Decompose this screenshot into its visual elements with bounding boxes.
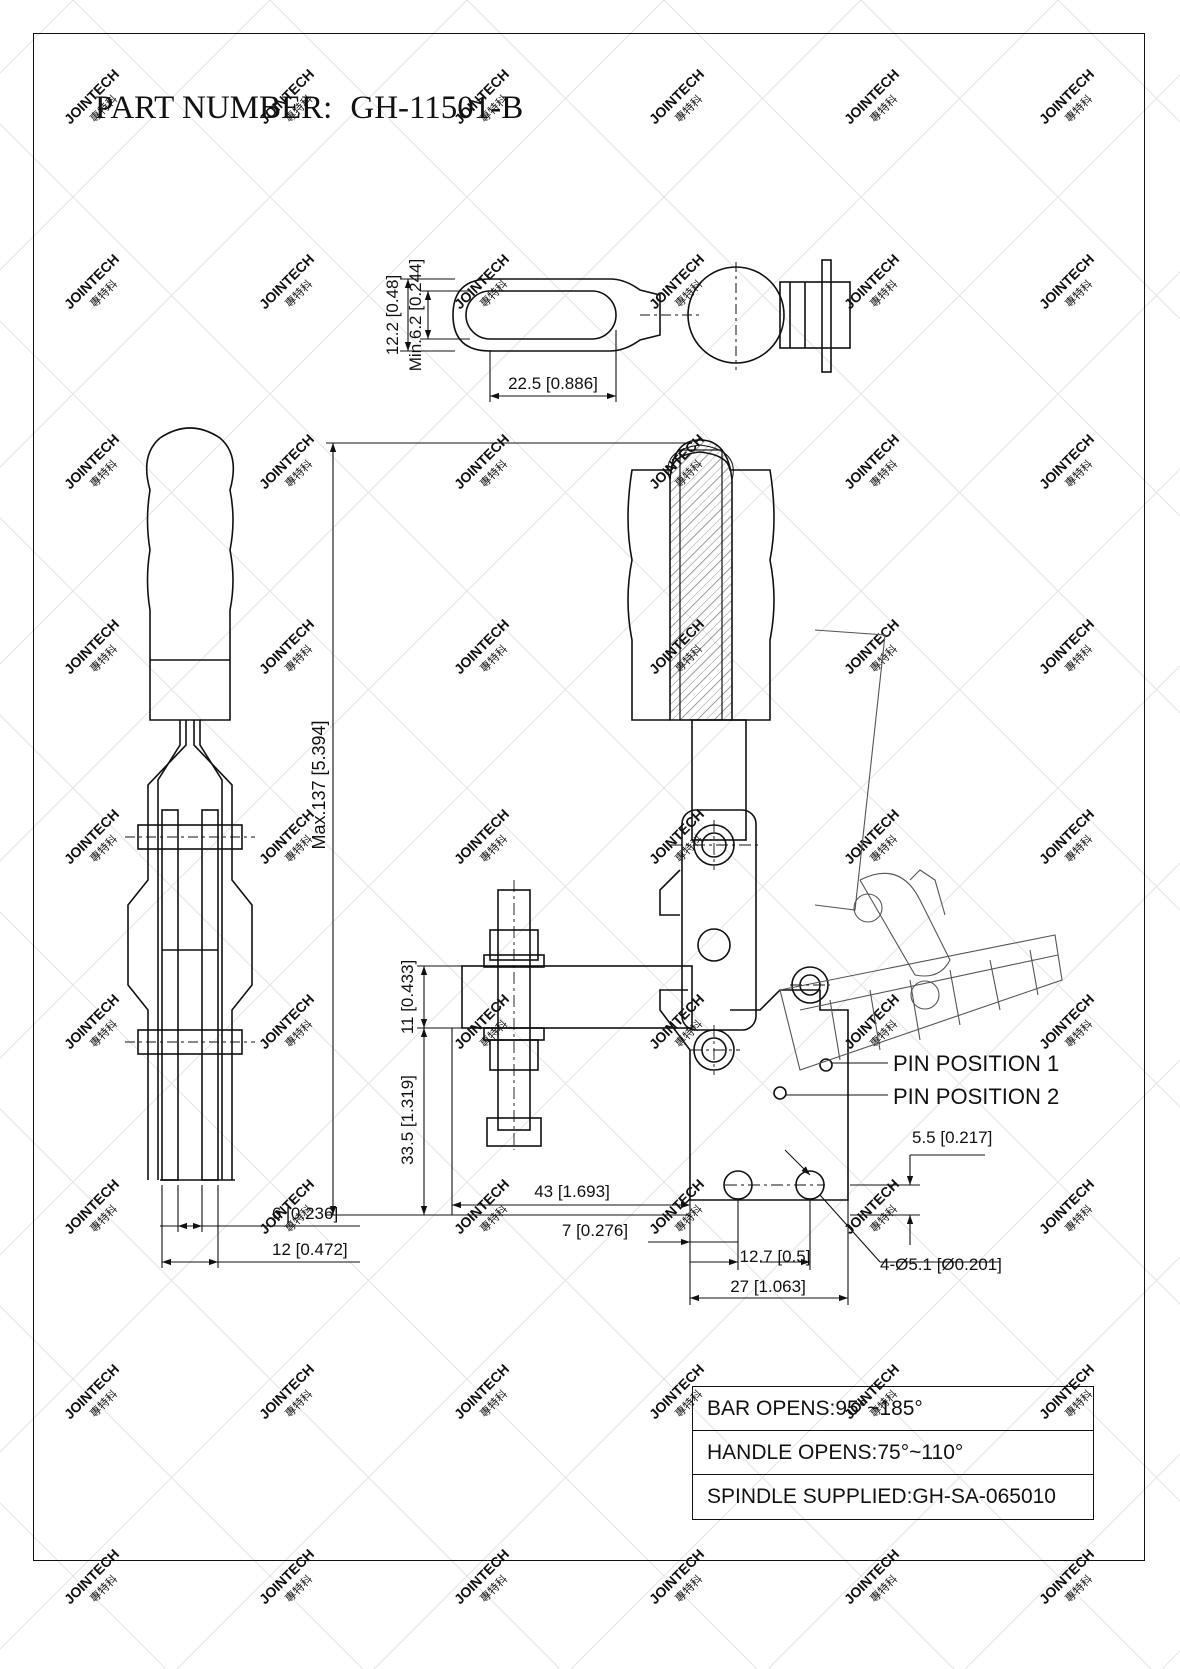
top-view — [452, 259, 851, 373]
dim-base-offset: 7 [0.276] — [562, 1221, 628, 1240]
dim-side-outer: 12 [0.472] — [272, 1240, 348, 1259]
front-view-bar — [461, 965, 693, 1029]
dim-base-thickness: 5.5 [0.217] — [912, 1128, 992, 1147]
front-view-handle-link — [681, 809, 757, 1031]
part-number-label: PART NUMBER: — [95, 90, 333, 126]
dim-bar-thickness: 11 [0.433] — [398, 960, 417, 1034]
spec-bar-opens: BAR OPENS:95°~185° — [693, 1387, 1093, 1431]
dim-spindle-height: 33.5 [1.319] — [398, 1075, 417, 1165]
top-view-dimensions — [400, 278, 617, 402]
drawing-frame — [33, 33, 1145, 1561]
side-view-dimensions — [160, 1185, 360, 1268]
dim-side-inner: 6 [0.236] — [272, 1204, 338, 1223]
side-view-upper-pin — [137, 824, 243, 850]
pin-callout-leaders — [786, 1062, 888, 1096]
spec-spindle-supplied: SPINDLE SUPPLIED:GH-SA-065010 — [707, 1485, 1056, 1508]
front-view-pin1 — [819, 1058, 833, 1072]
dim-holes: 4-Ø5.1 [Ø0.201] — [880, 1255, 1002, 1274]
front-view-base — [659, 989, 849, 1201]
top-view-pin — [821, 259, 832, 373]
front-view-open-position — [779, 629, 1063, 1071]
dim-base-width: 27 [1.063] — [730, 1277, 806, 1296]
dim-top-min-gap: Min.6.2 [0.244] — [406, 259, 425, 371]
dim-spindle-reach: 43 [1.693] — [534, 1182, 610, 1201]
top-view-link — [779, 281, 851, 349]
front-view-grip — [669, 439, 733, 721]
side-view — [127, 427, 253, 1181]
top-view-slot — [465, 290, 617, 340]
dim-hole-spacing: 12.7 [0.5] — [740, 1247, 811, 1266]
side-view-grip — [145, 427, 235, 721]
dim-max-height: Max.137 [5.394] — [309, 720, 329, 849]
pin-position-2-label: PIN POSITION 2 — [893, 1084, 1059, 1109]
page-title: PART NUMBER: GH-11501-B — [95, 90, 523, 127]
side-view-lower-pin — [137, 1029, 243, 1055]
front-view-dimensions — [326, 442, 1000, 1305]
specs-table: BAR OPENS:95°~185° HANDLE OPENS:75°~110°… — [692, 1386, 1094, 1520]
part-number-value: GH-11501-B — [350, 90, 524, 126]
front-view-pin2 — [773, 1086, 787, 1100]
front-view — [461, 439, 849, 1201]
spec-handle-opens: HANDLE OPENS:75°~110° — [693, 1431, 1093, 1475]
dim-top-slot-length: 22.5 [0.886] — [508, 374, 598, 393]
top-view-handle-loop — [452, 278, 661, 352]
pin-position-1-label: PIN POSITION 1 — [893, 1051, 1059, 1076]
dim-top-height: 12.2 [0.48] — [383, 275, 402, 355]
